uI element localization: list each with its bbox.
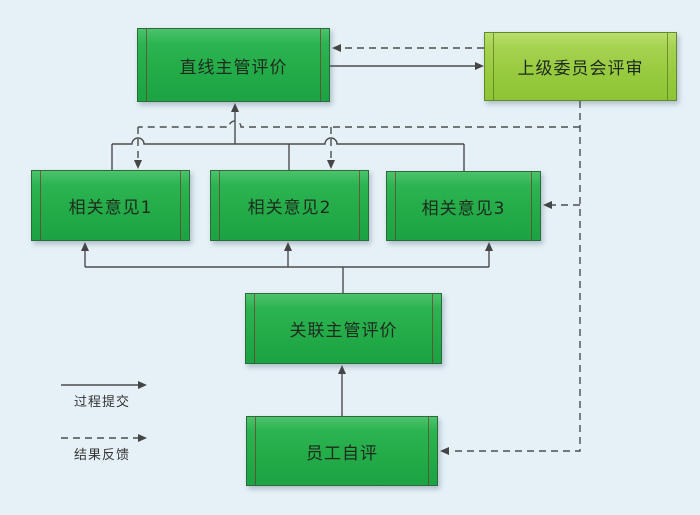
legend-dashed-label: 结果反馈: [74, 448, 131, 463]
node-label: 员工自评: [306, 443, 378, 464]
node-associated-supervisor-evaluation: 关联主管评价: [245, 293, 442, 364]
node-related-opinion-2: 相关意见2: [210, 170, 369, 241]
node-related-opinion-3: 相关意见3: [386, 171, 541, 241]
legend-solid-label: 过程提交: [74, 395, 131, 410]
node-label: 上级委员会评审: [517, 59, 644, 79]
node-label: 相关意见3: [421, 198, 506, 219]
edge-committee-to-opinion1-2: [137, 120, 580, 161]
node-committee-review: 上级委员会评审: [484, 32, 677, 101]
node-label: 关联主管评价: [289, 321, 398, 341]
node-related-opinion-1: 相关意见1: [31, 170, 190, 241]
edge-associated-to-opinions: [84, 246, 490, 293]
node-label: 相关意见2: [247, 198, 332, 218]
node-employee-self-evaluation: 员工自评: [246, 416, 438, 486]
node-label: 直线主管评价: [179, 57, 288, 78]
arrowheads: [81, 44, 552, 455]
node-label: 相关意见1: [68, 198, 153, 218]
node-direct-supervisor-evaluation: 直线主管评价: [137, 28, 330, 102]
edge-committee-trunk: [450, 101, 581, 452]
edge-opinions-to-direct: [111, 107, 465, 171]
